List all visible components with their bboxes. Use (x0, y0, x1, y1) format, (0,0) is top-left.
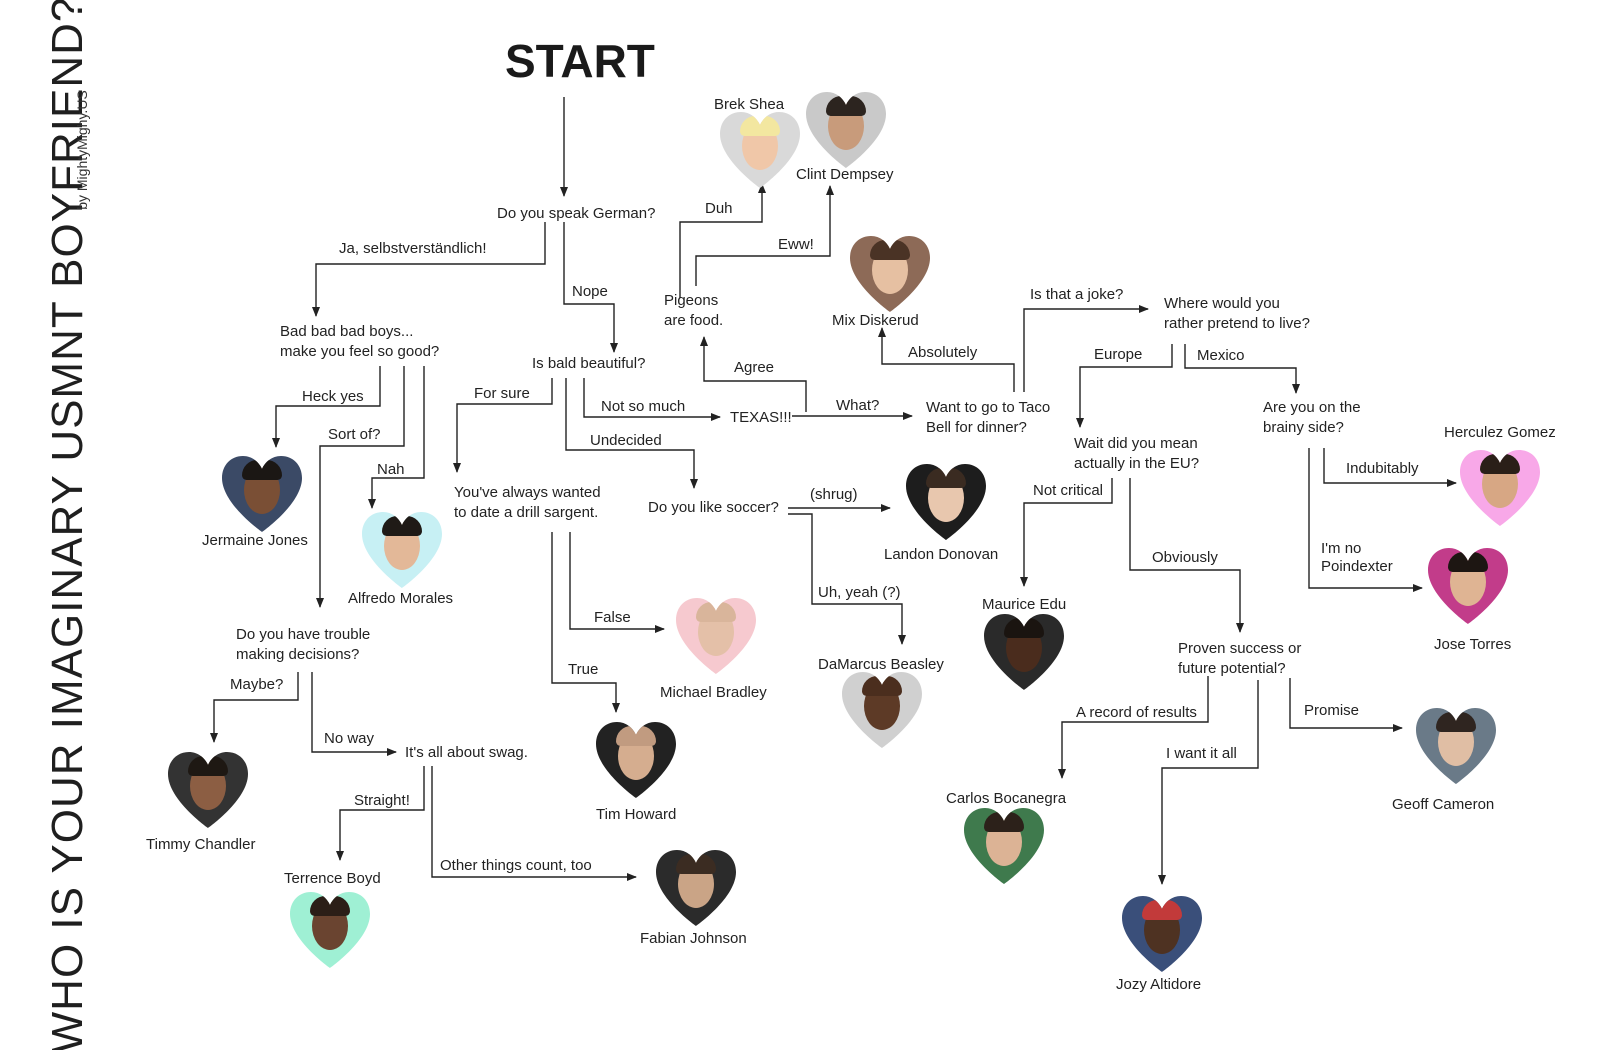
player-herculez-gomez: Herculez Gomez (1444, 424, 1556, 441)
arrow-indubitably (1323, 448, 1457, 487)
question-brainy: Are you on the brainy side? (1263, 399, 1361, 436)
answer-nah: Nah (377, 461, 405, 478)
answer-record: A record of results (1076, 704, 1197, 721)
arrow-mexico (1184, 344, 1300, 394)
player-jermaine-jones: Jermaine Jones (202, 532, 308, 549)
arrow-obviously (1129, 478, 1244, 633)
question-like-soccer: Do you like soccer? (648, 499, 779, 516)
arrow-absolutely (878, 327, 1015, 392)
player-mix-diskerud: Mix Diskerud (832, 312, 919, 329)
answer-false: False (594, 609, 631, 626)
answer-agree: Agree (734, 359, 775, 376)
arrow-europe (1076, 344, 1173, 428)
answer-want-it-all: I want it all (1166, 745, 1237, 762)
arrow-promise (1289, 678, 1403, 732)
player-jozy-altidore: Jozy Altidore (1116, 976, 1202, 993)
arrow-true (551, 532, 620, 713)
answer-promise: Promise (1304, 702, 1360, 719)
question-swag: It's all about swag. (405, 744, 528, 761)
question-bald-beautiful: Is bald beautiful? (532, 355, 646, 372)
answer-not-so-much: Not so much (601, 398, 686, 415)
question-taco-bell: Want to go to Taco Bell for dinner? (926, 399, 1051, 436)
credit-line: by MightyMighy.US (74, 90, 90, 210)
arrow-straight (336, 766, 425, 861)
answer-duh: Duh (705, 200, 733, 217)
question-trouble-deciding: Do you have trouble making decisions? (236, 626, 371, 663)
answer-absolutely: Absolutely (908, 344, 978, 361)
player-damarcus-beasley: DaMarcus Beasley (818, 656, 944, 673)
question-where-live: Where would you rather pretend to live? (1164, 295, 1310, 332)
question-speak-german: Do you speak German? (497, 205, 656, 222)
player-fabian-johnson: Fabian Johnson (640, 930, 747, 947)
arrow-joke (1023, 305, 1149, 392)
arrow-nope (563, 222, 618, 353)
question-eu: Wait did you mean actually in the EU? (1074, 435, 1200, 472)
question-texas: TEXAS!!! (730, 409, 792, 426)
arrow-duh (679, 183, 766, 298)
answer-indubitably: Indubitably (1346, 460, 1419, 477)
player-geoff-cameron: Geoff Cameron (1392, 796, 1495, 813)
question-drill-sargent: You've always wanted to date a drill sar… (454, 484, 601, 521)
arrow-heck-yes (272, 366, 381, 448)
answer-nope: Nope (572, 283, 608, 300)
answer-heck-yes: Heck yes (302, 388, 364, 405)
player-tim-howard: Tim Howard (596, 806, 677, 823)
arrow-sort-of (316, 366, 405, 608)
arrow-no-way (311, 672, 397, 756)
player-brek-shea: Brek Shea (714, 96, 785, 113)
player-timmy-chandler: Timmy Chandler (146, 836, 256, 853)
player-clint-dempsey: Clint Dempsey (796, 166, 894, 183)
player-michael-bradley: Michael Bradley (660, 684, 767, 701)
arrow-for-sure (453, 378, 553, 473)
arrow-nah (368, 366, 425, 509)
answer-im-no-poindexter: I'm no Poindexter (1321, 540, 1393, 575)
player-jose-torres: Jose Torres (1434, 636, 1512, 653)
player-maurice-edu: Maurice Edu (982, 596, 1067, 613)
answer-europe: Europe (1094, 346, 1143, 363)
answer-obviously: Obviously (1152, 549, 1218, 566)
portrait-damarcus-beasley (842, 672, 922, 748)
arrow-eww (695, 185, 834, 286)
answer-sort-of: Sort of? (328, 426, 381, 443)
arrow-not-so-much (583, 378, 721, 421)
answer-undecided: Undecided (590, 432, 662, 449)
arrow-record (1058, 676, 1209, 779)
answer-eww: Eww! (778, 236, 814, 253)
arrow-maybe (210, 672, 299, 743)
arrow-agree (700, 336, 807, 412)
arrow-false (569, 532, 665, 633)
answer-no-way: No way (324, 730, 375, 747)
arrow-not-critical (1020, 478, 1113, 587)
answer-shrug: (shrug) (810, 486, 858, 503)
start-label: START (505, 35, 655, 87)
answer-ja: Ja, selbstverständlich! (339, 240, 487, 257)
answer-is-that-a-joke: Is that a joke? (1030, 286, 1124, 303)
arrow-other-things (431, 766, 637, 881)
player-terrence-boyd: Terrence Boyd (284, 870, 381, 887)
answer-true: True (568, 661, 599, 678)
arrow-undecided (565, 378, 698, 489)
arrow-poindexter (1308, 448, 1423, 592)
answer-straight: Straight! (354, 792, 410, 809)
arrow-uh-yeah (788, 513, 906, 645)
answer-what: What? (836, 397, 880, 414)
answer-for-sure: For sure (474, 385, 530, 402)
answer-not-critical: Not critical (1033, 482, 1104, 499)
question-pigeons: Pigeons are food. (664, 292, 724, 329)
question-bad-boys: Bad bad bad boys... make you feel so goo… (280, 323, 440, 360)
question-proven-success: Proven success or future potential? (1178, 640, 1302, 677)
answer-uh-yeah: Uh, yeah (?) (818, 584, 901, 601)
answer-maybe: Maybe? (230, 676, 284, 693)
arrow-ja (312, 222, 546, 317)
player-carlos-bocanegra: Carlos Bocanegra (946, 790, 1067, 807)
player-landon-donovan: Landon Donovan (884, 546, 999, 563)
answer-mexico: Mexico (1197, 347, 1245, 364)
answer-other-things: Other things count, too (440, 857, 592, 874)
arrow-want-it-all (1158, 680, 1259, 885)
player-alfredo-morales: Alfredo Morales (348, 590, 454, 607)
